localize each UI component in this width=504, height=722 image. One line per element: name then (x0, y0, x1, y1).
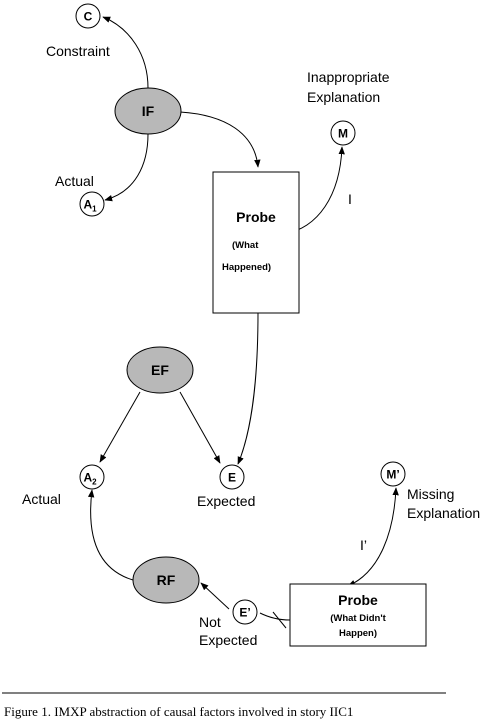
svg-text:Probe: Probe (338, 592, 378, 608)
edge-probe2-to-eprime (259, 612, 291, 621)
label-i: I (348, 191, 352, 207)
svg-text:Probe: Probe (236, 209, 276, 225)
edge-rf-to-a2 (87, 489, 134, 581)
label-constraint: Constraint (46, 43, 110, 59)
svg-text:Happened): Happened) (222, 262, 271, 273)
node-ef: EF (126, 346, 194, 394)
label-i-prime: I’ (360, 537, 367, 553)
svg-text:C: C (84, 10, 93, 24)
edge-ef-to-e (179, 391, 221, 464)
label-expected: Expected (197, 493, 255, 509)
svg-text:A1: A1 (83, 198, 97, 214)
node-m-prime: M’ (380, 461, 406, 487)
svg-text:RF: RF (157, 572, 176, 588)
labels: Constraint Actual Inappropriate Explanat… (22, 43, 480, 648)
edge-probe2-mprime (347, 487, 399, 587)
label-missing-explanation: Explanation (407, 505, 480, 521)
svg-text:A2: A2 (83, 471, 97, 487)
svg-text:EF: EF (151, 362, 169, 378)
edge-if-to-a1 (104, 133, 149, 202)
edge-if-to-c (102, 16, 149, 89)
svg-text:E’: E’ (239, 606, 250, 620)
node-e: E (219, 464, 245, 490)
probe-box-what-happened: Probe (What Happened) (212, 171, 300, 314)
node-if: IF (114, 87, 182, 135)
svg-text:(What Didn't: (What Didn't (330, 613, 386, 624)
node-a2: A2 (79, 464, 105, 490)
label-missing: Missing (407, 486, 454, 502)
node-a1: A1 (79, 191, 105, 217)
edge-if-to-probe (179, 111, 261, 168)
node-rf: RF (132, 556, 200, 604)
svg-text:Happen): Happen) (339, 628, 377, 639)
edge-eprime-to-rf (200, 582, 230, 610)
svg-text:(What: (What (232, 240, 259, 251)
probe-box-what-didnt-happen: Probe (What Didn't Happen) (289, 583, 427, 647)
label-actual-top: Actual (55, 173, 94, 189)
figure-caption: Figure 1. IMXP abstraction of causal fac… (4, 704, 353, 719)
label-actual-bottom: Actual (22, 491, 61, 507)
svg-text:E: E (228, 471, 236, 485)
label-not: Not (199, 614, 221, 630)
label-not-expected: Expected (199, 632, 257, 648)
svg-text:M: M (338, 127, 348, 141)
edge-probe-to-e (237, 311, 259, 465)
node-m: M (330, 120, 356, 146)
label-inappropriate-explanation: Explanation (307, 89, 380, 105)
edge-ef-to-a2 (99, 391, 141, 463)
negation-tick (272, 611, 287, 629)
svg-text:IF: IF (142, 103, 155, 119)
node-c: C (75, 3, 101, 29)
svg-text:M’: M’ (386, 468, 399, 482)
label-inappropriate: Inappropriate (307, 69, 390, 85)
node-e-prime: E’ (232, 599, 258, 625)
